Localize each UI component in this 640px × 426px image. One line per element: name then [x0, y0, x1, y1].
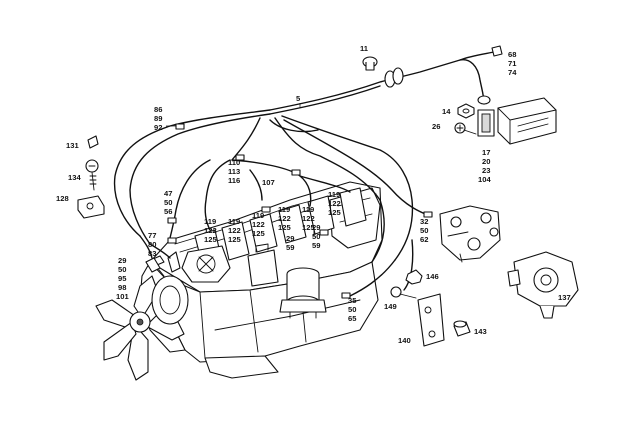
callout-32: 32 [420, 217, 428, 226]
callout-137: 137 [558, 293, 571, 302]
callout-59b: 59 [286, 243, 294, 252]
callout-113: 113 [228, 167, 240, 176]
callout-122c: 122 [252, 220, 265, 229]
callout-20: 20 [482, 157, 490, 166]
callout-29a: 29 [118, 256, 126, 265]
callout-119b: 119 [228, 217, 240, 226]
callout-50a: 50 [164, 198, 172, 207]
callout-119f: 119 [328, 190, 340, 199]
blanking-plug [362, 56, 378, 71]
callout-122f: 122 [328, 199, 341, 208]
callout-59c: 59 [312, 241, 320, 250]
callout-77: 77 [148, 231, 156, 240]
callout-140: 140 [398, 336, 411, 345]
engine-fan [95, 275, 189, 381]
injection-pump [439, 205, 501, 263]
callout-14: 14 [442, 107, 451, 116]
callout-labels: 5 11 68 71 74 14 26 17 20 23 104 86 89 9… [56, 44, 571, 345]
callout-17: 17 [482, 148, 490, 157]
callout-131: 131 [66, 141, 79, 150]
mounting-screw [454, 122, 477, 135]
callout-74: 74 [508, 68, 517, 77]
callout-143: 143 [474, 327, 487, 336]
callout-5: 5 [296, 94, 301, 103]
callout-125d: 125 [278, 223, 291, 232]
callout-134: 134 [68, 173, 81, 182]
cable-clip-131 [87, 135, 99, 149]
intake-runners [194, 187, 367, 269]
callout-92: 92 [154, 123, 162, 132]
callout-68: 68 [508, 50, 516, 59]
callout-89: 89 [154, 114, 162, 123]
callout-47: 47 [164, 189, 172, 198]
distributor [507, 251, 579, 319]
callout-119a: 119 [204, 217, 216, 226]
callout-95: 95 [118, 274, 127, 283]
callout-11: 11 [360, 44, 369, 53]
callout-146: 146 [426, 272, 439, 281]
callout-50b: 50 [118, 265, 126, 274]
callout-125f: 125 [328, 208, 341, 217]
callout-56: 56 [164, 207, 172, 216]
starter-relay [279, 267, 327, 319]
callout-86: 86 [154, 105, 162, 114]
callout-29c: 29 [312, 223, 320, 232]
callout-104: 104 [478, 175, 491, 184]
callout-125c: 125 [252, 229, 265, 238]
callout-119c: 119 [252, 211, 264, 220]
callout-80: 80 [148, 240, 156, 249]
callout-62: 62 [420, 235, 428, 244]
callout-107: 107 [262, 178, 275, 187]
callout-71: 71 [508, 59, 517, 68]
callout-50d: 50 [420, 226, 428, 235]
callout-50e: 50 [348, 305, 356, 314]
end-connector [491, 45, 503, 57]
callout-29b: 29 [286, 234, 294, 243]
callout-119d: 119 [278, 205, 290, 214]
callout-116: 116 [228, 176, 240, 185]
callout-35: 35 [348, 296, 357, 305]
callout-122e: 122 [302, 214, 315, 223]
callout-23: 23 [482, 166, 490, 175]
callout-119e: 119 [302, 205, 314, 214]
bracket-128 [77, 195, 105, 219]
glow-plug-relay [145, 257, 161, 273]
harness-grommet [384, 67, 404, 88]
callout-65: 65 [348, 314, 357, 323]
callout-98: 98 [118, 283, 126, 292]
callout-122a: 122 [204, 226, 217, 235]
callout-149: 149 [384, 302, 397, 311]
callout-83: 83 [148, 249, 156, 258]
mounting-plate [417, 293, 445, 347]
control-unit [477, 95, 557, 145]
callout-125a: 125 [204, 235, 217, 244]
callout-110: 110 [228, 158, 240, 167]
bolt-149 [390, 286, 417, 299]
coolant-sensor-housing [247, 243, 279, 287]
hex-nut [457, 103, 475, 119]
callout-128: 128 [56, 194, 69, 203]
callout-101: 101 [116, 292, 129, 301]
callout-122d: 122 [278, 214, 291, 223]
rubber-bushing [453, 320, 471, 337]
callout-122b: 122 [228, 226, 241, 235]
nut-146 [405, 269, 423, 285]
callout-125e: 125 [302, 223, 315, 232]
callout-125b: 125 [228, 235, 241, 244]
screw-134 [85, 159, 99, 191]
callout-50c: 50 [312, 232, 320, 241]
alternator [181, 245, 231, 283]
wiring-harness [113, 51, 495, 299]
callout-26: 26 [432, 122, 440, 131]
